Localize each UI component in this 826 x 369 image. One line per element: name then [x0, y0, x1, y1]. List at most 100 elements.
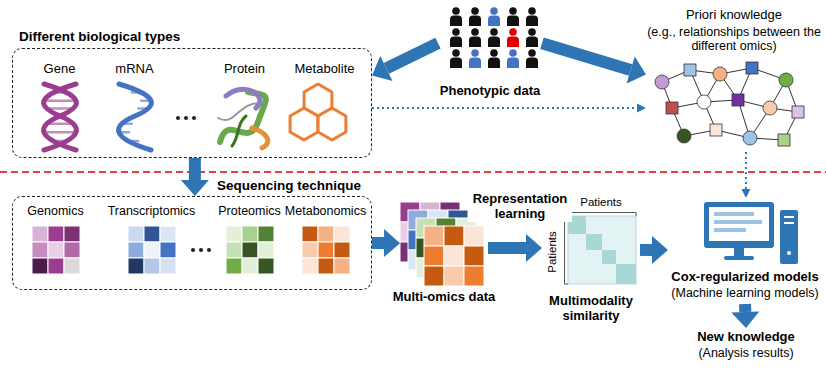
transcriptomics-grid — [128, 226, 176, 274]
grid-cell — [302, 242, 318, 258]
dot — [199, 248, 203, 252]
protein-ribbon — [232, 116, 246, 146]
node-text: Protein — [224, 62, 265, 77]
grid-cell — [318, 242, 334, 258]
axis-label: Patients — [546, 217, 560, 287]
proteomics-grid — [226, 226, 274, 274]
grid-cell — [128, 242, 144, 258]
grid-cell — [424, 226, 444, 246]
person-icon — [469, 28, 481, 47]
network-square — [792, 106, 804, 118]
tower-slot — [784, 222, 794, 224]
node-text: Metabolite — [295, 62, 355, 77]
similarity-matrix — [565, 213, 637, 285]
node-heading: Cox-regularized models — [668, 270, 822, 285]
mrna-icon — [119, 84, 152, 150]
arrow-shaft — [640, 244, 652, 256]
grid-cell — [318, 258, 334, 274]
protein-icon — [218, 89, 268, 148]
person-icon — [507, 49, 519, 68]
grid-cell — [334, 242, 350, 258]
node-heading: Multimodality similarity — [538, 294, 644, 324]
matrix-block — [602, 250, 616, 264]
knowledge-node: Priori knowledge (e.g., relationships bet… — [646, 6, 822, 152]
grid-cell — [144, 258, 160, 274]
grid-cell — [464, 226, 484, 246]
dot — [184, 116, 188, 120]
grid-cell — [242, 226, 258, 242]
block-arrow — [640, 236, 668, 264]
node-subtext: (e.g., relationships between the differe… — [646, 25, 822, 54]
arrow-shaft — [384, 38, 441, 74]
person-icon — [507, 7, 519, 26]
tower-button — [787, 251, 791, 255]
arrow-head — [731, 311, 759, 328]
network-circle — [677, 129, 691, 143]
network-square — [778, 134, 790, 146]
block-arrow — [372, 229, 400, 257]
grid-cell — [64, 226, 80, 242]
grid-cell — [226, 242, 242, 258]
network-circle — [779, 73, 793, 87]
grid-cell — [444, 266, 464, 286]
dna-strand — [44, 84, 77, 150]
arrow-shaft — [745, 152, 747, 189]
arrow-shaft — [372, 237, 384, 249]
node-text: Proteomics — [218, 204, 281, 218]
arrow-head — [181, 180, 209, 196]
grid-cell — [334, 226, 350, 242]
network-circle — [655, 75, 669, 89]
arrow-shaft — [540, 37, 632, 75]
genomics-grid — [32, 226, 80, 274]
node-subtext: (Analysis results) — [690, 346, 802, 360]
arrow-head — [637, 104, 646, 113]
network-circle — [743, 131, 757, 145]
screen-line — [714, 212, 754, 216]
grid-cell — [318, 226, 334, 242]
model-node: Cox-regularized models(Machine learning … — [668, 198, 822, 304]
node-heading: Different biological types — [19, 29, 339, 45]
axis-label: Patients — [566, 196, 636, 210]
block-arrow — [731, 304, 759, 328]
arrow-head — [741, 189, 750, 198]
grid-cell — [334, 258, 350, 274]
arrow-shaft — [372, 107, 637, 109]
arrow-head — [372, 56, 393, 81]
grid-cell — [302, 258, 318, 274]
arrow-head — [652, 236, 668, 264]
person-icon — [526, 7, 538, 26]
grid-cell — [242, 258, 258, 274]
item-label: Gene — [42, 62, 78, 77]
grid-cell — [128, 258, 144, 274]
grid-cell — [32, 242, 48, 258]
metabolite-icon — [290, 84, 346, 140]
network-circle — [713, 67, 727, 81]
grid-cell — [444, 226, 464, 246]
knowledge-network — [655, 62, 804, 146]
grid-cell — [128, 226, 144, 242]
matrix-ground — [568, 216, 636, 284]
people-icon — [450, 7, 538, 68]
node-text: Gene — [44, 62, 76, 77]
grid-cell — [160, 242, 176, 258]
node-subtext: (Machine learning models) — [668, 286, 822, 300]
person-icon — [488, 7, 500, 26]
grid-cell — [424, 266, 444, 286]
block-arrow — [372, 38, 441, 81]
matrix-block — [616, 264, 636, 284]
result-node: New knowledge(Analysis results) — [690, 328, 802, 366]
stack-layer — [424, 226, 484, 286]
person-icon — [526, 28, 538, 47]
grid-cell — [302, 226, 318, 242]
dashed-group-box: Different biological typesGenemRNAProtei… — [12, 48, 372, 158]
monitor-stand — [734, 248, 744, 256]
network-square — [666, 102, 678, 114]
node-heading: Priori knowledge — [646, 8, 822, 23]
monitor-screen — [709, 207, 769, 241]
dot — [191, 248, 195, 252]
grid-cell — [48, 226, 64, 242]
person-icon — [469, 49, 481, 68]
grid-cell — [32, 258, 48, 274]
